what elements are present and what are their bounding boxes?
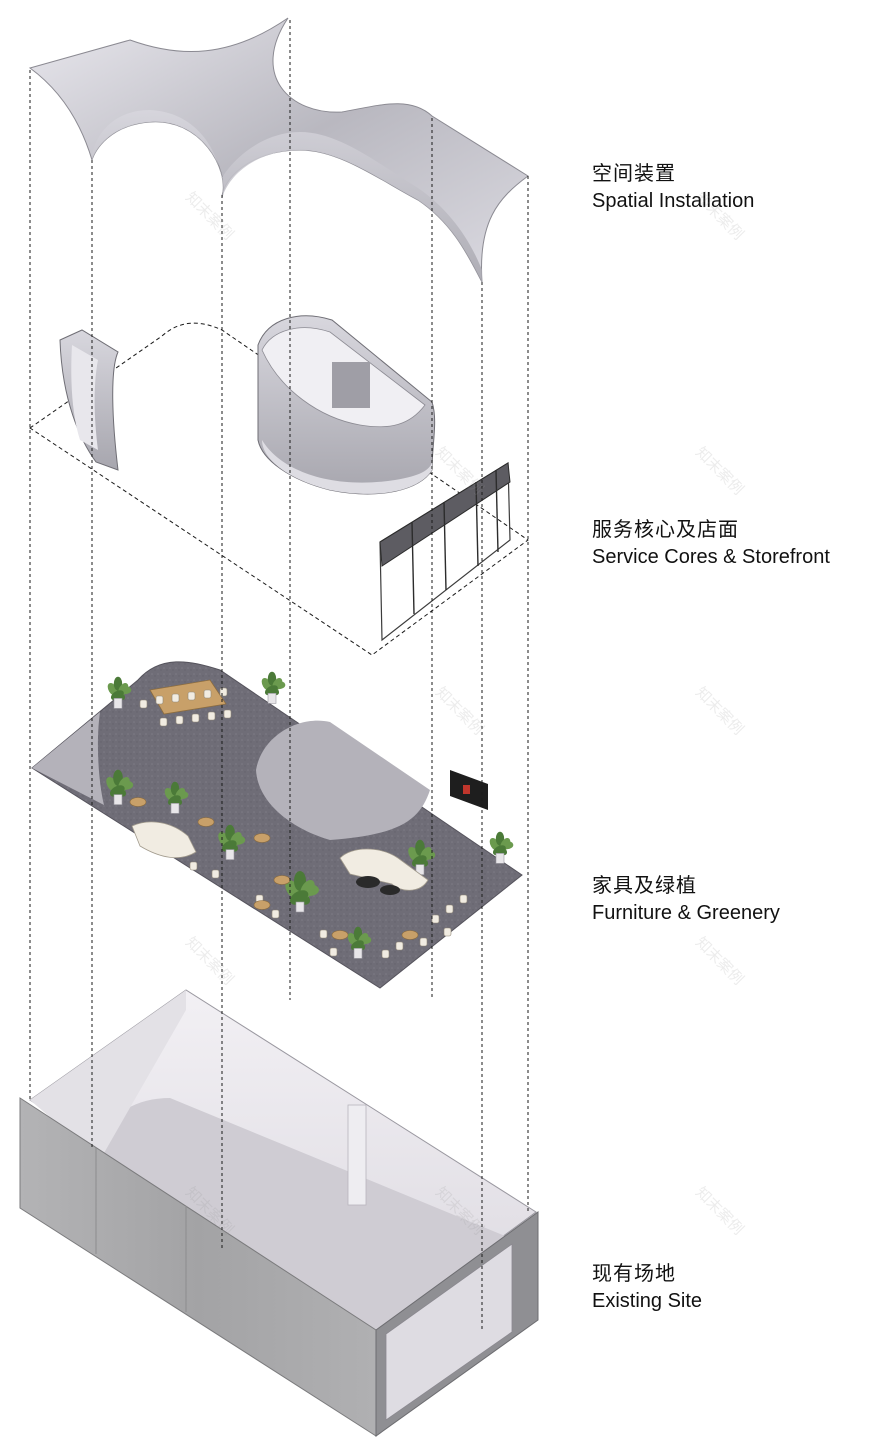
ottoman: [380, 885, 400, 895]
chair: [381, 949, 390, 959]
chairs: [139, 687, 468, 959]
plant-icon: [347, 926, 372, 959]
service-cores-layer: [29, 315, 529, 656]
chair: [191, 713, 200, 723]
screen-logo: [463, 785, 470, 794]
chair: [189, 861, 198, 871]
cafe-table: [197, 817, 215, 827]
plant-icon: [106, 769, 134, 805]
planter: [353, 948, 363, 959]
label-en: Service Cores & Storefront: [592, 546, 830, 568]
chair: [219, 687, 228, 697]
site-opening: [385, 1243, 513, 1421]
planter: [113, 794, 123, 805]
cafe-table: [273, 875, 291, 885]
label-en: Furniture & Greenery: [592, 902, 780, 924]
site-column: [347, 1104, 367, 1206]
cafe-table: [253, 833, 271, 843]
chair: [459, 894, 468, 904]
chair: [271, 909, 280, 919]
label-en: Existing Site: [592, 1290, 703, 1312]
chair: [203, 689, 212, 699]
label-zh: 空间装置: [592, 161, 676, 185]
label-en: Spatial Installation: [592, 190, 755, 212]
planter: [113, 698, 123, 709]
chair: [175, 715, 184, 725]
floor-outline-dashed: [29, 322, 529, 656]
floor-light-zone-round: [256, 720, 430, 840]
shelving-unit: [332, 362, 370, 408]
leaf: [492, 845, 506, 856]
plant-icon: [261, 671, 286, 704]
label-existing-site: 现有场地 Existing Site: [592, 1260, 702, 1316]
chair: [443, 927, 452, 937]
chair: [211, 869, 220, 879]
ottoman: [356, 876, 380, 888]
leaf: [167, 795, 181, 806]
projection-lines: [29, 20, 529, 1330]
planter: [495, 853, 505, 864]
site-left-inner-wall: [30, 990, 186, 1160]
planter: [170, 803, 180, 814]
installation-inner-surface: [92, 110, 482, 282]
leaf: [221, 840, 237, 852]
plant-icon: [408, 839, 436, 875]
leaf: [110, 690, 124, 701]
plants: [106, 671, 514, 959]
cafe-table: [253, 900, 271, 910]
sofa-left: [131, 821, 197, 859]
existing-site-layer: [19, 989, 539, 1437]
plant-icon: [164, 781, 189, 814]
furniture-greenery-layer: [31, 661, 523, 989]
chair: [329, 947, 338, 957]
chair: [155, 695, 164, 705]
plant-icon: [285, 871, 319, 913]
planter: [267, 693, 277, 704]
cafe-table: [331, 930, 349, 940]
planter: [225, 849, 235, 860]
label-zh: 服务核心及店面: [592, 517, 739, 541]
label-service-cores: 服务核心及店面 Service Cores & Storefront: [592, 516, 830, 572]
chair: [223, 709, 232, 719]
leaf: [350, 940, 364, 951]
chair: [159, 717, 168, 727]
leaf: [289, 890, 309, 905]
chair: [187, 691, 196, 701]
planter: [295, 901, 305, 913]
leaf: [264, 685, 278, 696]
plant-icon: [107, 676, 132, 709]
chair: [419, 937, 428, 947]
chair: [171, 693, 180, 703]
leaf: [109, 785, 125, 797]
spatial-installation-layer: [28, 17, 529, 283]
chair: [319, 929, 328, 939]
label-zh: 现有场地: [592, 1261, 676, 1285]
chair: [431, 914, 440, 924]
storefront-mullions: [411, 469, 499, 615]
cafe-table: [401, 930, 419, 940]
chair: [395, 941, 404, 951]
site-inner-floor: [100, 1098, 510, 1334]
cafe-tables: [129, 797, 419, 940]
label-spatial-installation: 空间装置 Spatial Installation: [592, 160, 754, 216]
leaf: [411, 855, 427, 867]
chair: [139, 699, 148, 709]
plant-icon: [218, 824, 246, 860]
label-zh: 家具及绿植: [592, 873, 697, 897]
plant-icon: [489, 831, 514, 864]
chair: [445, 904, 454, 914]
floor-light-zone-left: [32, 712, 104, 805]
chair: [207, 711, 216, 721]
cafe-table: [129, 797, 147, 807]
label-furniture-greenery: 家具及绿植 Furniture & Greenery: [592, 872, 780, 928]
